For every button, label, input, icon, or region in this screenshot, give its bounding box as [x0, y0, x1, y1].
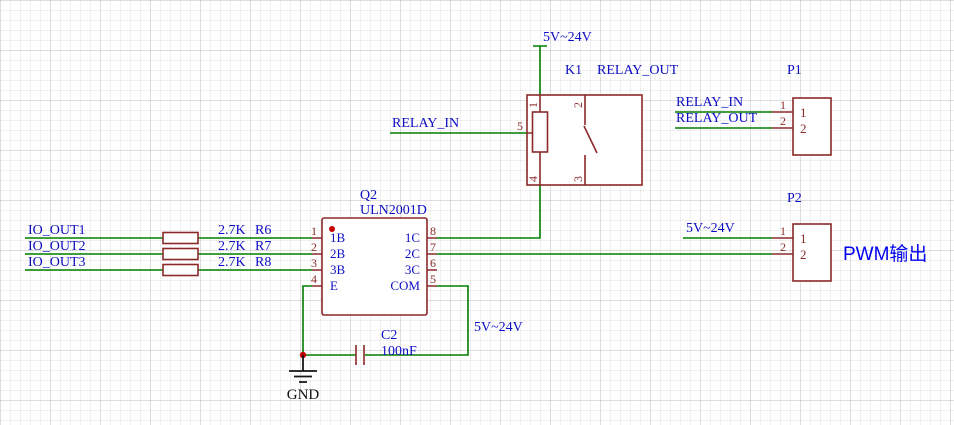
- relay-pin2-number: 2: [571, 102, 585, 108]
- resistor-r8[interactable]: 2.7K R8: [162, 255, 271, 277]
- capacitor-value[interactable]: 100nF: [381, 344, 417, 359]
- connector-pin-number: 2: [780, 240, 786, 254]
- connector-p1[interactable]: 1 2 1 2: [772, 97, 832, 156]
- ic-pin-name: E: [330, 278, 338, 293]
- connector-p2[interactable]: 1 2 1 2: [772, 223, 832, 282]
- power-label-top[interactable]: 5V~24V: [543, 30, 592, 45]
- relay-contact: [583, 95, 598, 185]
- ic-right-pin-stubs: [427, 237, 437, 287]
- resistor-designator[interactable]: R8: [255, 255, 271, 270]
- connector-p1-designator[interactable]: P1: [787, 63, 802, 78]
- capacitor-plates[interactable]: [355, 345, 365, 365]
- ic-left-pin-stubs: [312, 237, 322, 287]
- net-label-io-out2[interactable]: IO_OUT2: [28, 239, 86, 254]
- relay-designator[interactable]: K1: [565, 63, 582, 78]
- ic-pin-name: 3B: [330, 262, 346, 277]
- resistor-designator[interactable]: R7: [255, 239, 271, 254]
- ic-pin-number: 5: [430, 272, 436, 286]
- resistor-r7[interactable]: 2.7K R7: [162, 239, 271, 261]
- wire-com-to-cap[interactable]: [365, 285, 469, 356]
- relay-k1[interactable]: 1 2 4 3 5: [517, 94, 643, 186]
- connector-pin-stubs: [772, 111, 793, 129]
- net-label-io-out3[interactable]: IO_OUT3: [28, 255, 86, 270]
- gnd-label: GND: [287, 387, 320, 403]
- relay-coil-leads: [527, 95, 541, 185]
- ic-pin-number: 1: [311, 224, 317, 238]
- wire-power-top[interactable]: [533, 45, 547, 95]
- relay-pin4-number: 4: [526, 176, 540, 182]
- ic-pin-number: 6: [430, 256, 436, 270]
- wire-e-to-gnd[interactable]: [302, 285, 312, 355]
- connector-p2-designator[interactable]: P2: [787, 191, 802, 206]
- resistor-body[interactable]: [162, 231, 199, 245]
- ic-pin-name: 2B: [330, 246, 346, 261]
- ic-pin-name: COM: [390, 278, 420, 293]
- relay-pin1-number: 1: [526, 102, 540, 108]
- connector-body[interactable]: [792, 97, 832, 156]
- net-label-p1-relay-in[interactable]: RELAY_IN: [676, 95, 743, 110]
- connector-pin-name: 2: [800, 121, 807, 136]
- ic-pin-name: 1C: [405, 230, 420, 245]
- connector-pin-stubs: [772, 237, 793, 255]
- resistor-value[interactable]: 2.7K: [218, 239, 246, 254]
- ic-pin-number: 2: [311, 240, 317, 254]
- capacitor-c2[interactable]: C2 100nF: [355, 328, 417, 365]
- net-label-p2-power[interactable]: 5V~24V: [686, 221, 735, 236]
- connector-pin-number: 1: [780, 98, 786, 112]
- ic-pin-number: 4: [311, 272, 317, 286]
- resistor-value[interactable]: 2.7K: [218, 223, 246, 238]
- net-label-p1-relay-out[interactable]: RELAY_OUT: [676, 111, 758, 126]
- power-label-com[interactable]: 5V~24V: [474, 320, 523, 335]
- ic-pin-number: 3: [311, 256, 317, 270]
- relay-pin5-number: 5: [517, 119, 523, 133]
- capacitor-designator[interactable]: C2: [381, 328, 397, 343]
- ic-pin1-marker: [329, 226, 335, 232]
- wire-relay-coil-to-1c[interactable]: [437, 185, 541, 239]
- ic-designator[interactable]: Q2: [360, 188, 377, 203]
- net-label-io-out1[interactable]: IO_OUT1: [28, 223, 86, 238]
- connector-pin-number: 1: [780, 224, 786, 238]
- gnd-bars: [289, 355, 317, 383]
- ic-q2[interactable]: 1 2 3 4 8 7 6 5 1B 2B 3B E 1C 2C 3C COM: [311, 217, 437, 316]
- net-label-relay-out[interactable]: RELAY_OUT: [597, 63, 679, 78]
- gnd-symbol[interactable]: GND: [287, 355, 320, 403]
- connector-pin-name: 1: [800, 231, 807, 246]
- resistor-body[interactable]: [162, 263, 199, 277]
- ic-body[interactable]: [321, 217, 428, 316]
- ic-pin-name: 1B: [330, 230, 346, 245]
- connector-pin-name: 1: [800, 105, 807, 120]
- relay-pin3-number: 3: [571, 176, 585, 182]
- ic-part-number[interactable]: ULN2001D: [360, 203, 427, 218]
- resistor-body[interactable]: [162, 247, 199, 261]
- connector-body[interactable]: [792, 223, 832, 282]
- resistor-designator[interactable]: R6: [255, 223, 271, 238]
- ic-pin-name: 3C: [405, 262, 420, 277]
- connector-pin-name: 2: [800, 247, 807, 262]
- net-label-relay-in[interactable]: RELAY_IN: [392, 116, 459, 131]
- ic-pin-number: 7: [430, 240, 436, 254]
- ic-pin-number: 8: [430, 224, 436, 238]
- connector-pin-number: 2: [780, 114, 786, 128]
- resistor-value[interactable]: 2.7K: [218, 255, 246, 270]
- pwm-output-caption: PWM输出: [843, 243, 927, 265]
- ic-pin-name: 2C: [405, 246, 420, 261]
- resistor-r6[interactable]: 2.7K R6: [162, 223, 271, 245]
